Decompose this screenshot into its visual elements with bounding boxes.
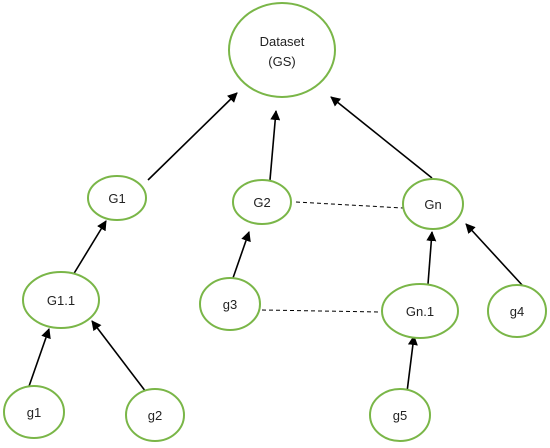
edge-gn-1-to-gn — [426, 231, 437, 285]
node-g2-group-label: G2 — [253, 195, 270, 210]
node-g1-group: G1 — [87, 175, 147, 221]
node-g1-leaf-label: g1 — [27, 405, 41, 420]
edge-g1-leaf-to-g1-1 — [26, 328, 51, 393]
node-g2-leaf-label: g2 — [148, 408, 162, 423]
node-dataset-label-line2: (GS) — [268, 54, 295, 69]
node-gn-group-label: Gn — [424, 197, 441, 212]
edge-g2-leaf-to-g1-1 — [91, 320, 147, 393]
node-g1-1-label: G1.1 — [47, 293, 75, 308]
node-g4-label: g4 — [510, 304, 524, 319]
edges — [26, 92, 524, 393]
node-g3: g3 — [199, 277, 261, 331]
edge-g3-to-g2 — [232, 231, 251, 279]
node-g2-leaf: g2 — [125, 388, 185, 442]
edge-gn-to-dataset — [330, 96, 433, 179]
node-g5: g5 — [369, 388, 431, 442]
edge-g5-to-gn-1 — [406, 335, 418, 393]
node-g3-label: g3 — [223, 297, 237, 312]
node-dataset: Dataset (GS) — [228, 2, 336, 98]
edge-g1-1-to-g1 — [69, 220, 107, 281]
node-g2-group: G2 — [232, 179, 292, 225]
node-dataset-label-line1: Dataset — [260, 34, 305, 49]
node-gn-1-label: Gn.1 — [406, 304, 434, 319]
edge-dashed-g2-gn — [295, 201, 404, 209]
node-gn-group: Gn — [402, 178, 464, 230]
node-gn-1: Gn.1 — [381, 283, 459, 339]
edge-g4-to-gn — [465, 223, 524, 287]
node-g1-1: G1.1 — [22, 271, 100, 329]
node-g5-label: g5 — [393, 408, 407, 423]
node-g4: g4 — [487, 284, 547, 338]
node-g1-group-label: G1 — [108, 191, 125, 206]
edge-dashed-g3-gn-1 — [261, 309, 381, 313]
edge-g1-to-dataset — [147, 92, 238, 181]
node-g1-leaf: g1 — [3, 385, 65, 439]
edge-g2-to-dataset — [269, 110, 281, 181]
